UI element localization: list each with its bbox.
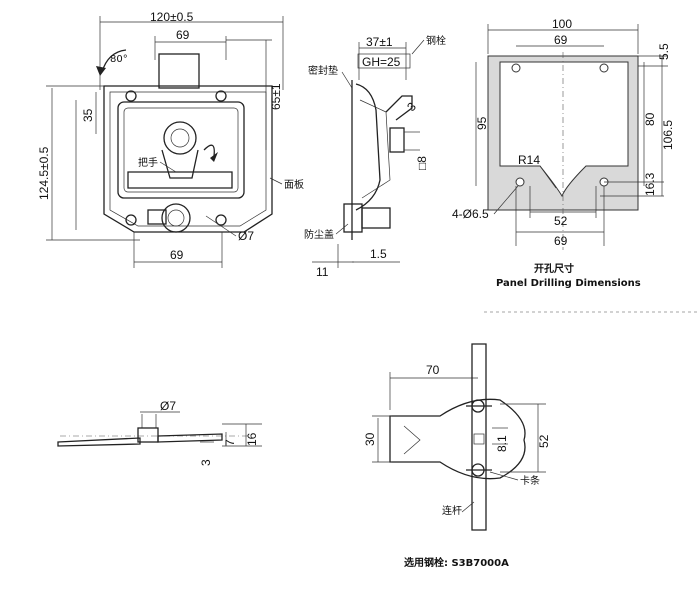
mount-hole (125, 214, 137, 226)
dim-side-width: 37±1 (366, 35, 393, 49)
latch-body (103, 85, 273, 233)
dim-top-offset: 5.5 (657, 43, 671, 60)
cutout-hole (515, 177, 525, 187)
handle-pivot (163, 121, 197, 155)
dim-lower: 16.3 (643, 172, 657, 196)
dim-square: □8 (415, 156, 429, 170)
dim-angle: 80° (110, 54, 128, 65)
front-view: 120±0.5 69 80° 把手 Ø7 (37, 10, 304, 268)
square-shaft (389, 127, 405, 153)
lock-cylinder (161, 203, 191, 233)
dim-right-outer: 106.5 (661, 120, 675, 150)
rod-side-view: Ø7 16 7 3 (57, 399, 262, 466)
dim-gh: GH=25 (362, 55, 401, 69)
label-handle: 把手 (138, 156, 158, 169)
dim-br-width: 70 (426, 363, 440, 377)
rod-hub (137, 427, 159, 443)
handle-bar (127, 171, 233, 189)
latch-bolt (385, 95, 413, 121)
dim-left-offset: 11 (316, 265, 329, 279)
label-latch: 钢栓 (426, 34, 446, 47)
cutout-hole (511, 63, 521, 73)
label-dust-cover: 防尘盖 (304, 228, 334, 241)
caption-cn: 开孔尺寸 (534, 262, 574, 275)
dim-top-width: 69 (176, 28, 190, 42)
label-seal: 密封垫 (308, 64, 338, 77)
label-clip: 卡条 (520, 474, 540, 487)
rod-profile (57, 437, 141, 447)
label-rod: 连杆 (442, 504, 462, 517)
dim-radius: R14 (518, 153, 540, 167)
body-profile (355, 83, 381, 211)
mount-hole (215, 90, 227, 102)
side-view: 37±1 GH=25 钢栓 密封垫 □8 3 防尘盖 11 1.5 (304, 34, 446, 279)
cutout-view: 100 69 5.5 95 80 106.5 16.3 R14 52 (452, 17, 675, 289)
dim-overall-width: 120±0.5 (150, 10, 194, 24)
dim-holes: 4-Ø6.5 (452, 207, 489, 221)
dim-cutout-left-height: 95 (475, 116, 489, 130)
dim-right-inner: 80 (643, 112, 657, 126)
handle-tab (158, 53, 200, 89)
turn-arrow-icon (203, 144, 215, 157)
dim-br-52: 52 (537, 434, 551, 448)
dim-bl-3: 3 (199, 459, 213, 466)
dim-bottom-width: 69 (170, 248, 184, 262)
label-panel: 面板 (284, 178, 304, 191)
dim-bottom-spacing: 69 (554, 234, 568, 248)
dim-thickness: 1.5 (370, 247, 387, 261)
caption-en: Panel Drilling Dimensions (496, 278, 641, 289)
dim-notch: 52 (554, 214, 568, 228)
recess (117, 101, 245, 199)
mount-hole (125, 90, 137, 102)
dim-top-spacing: 69 (554, 33, 568, 47)
dim-bl-dia: Ø7 (160, 399, 176, 413)
rod-top-view: 70 30 52 8.1 卡条 连杆 选用钢栓: S3B7000A (363, 343, 551, 569)
mount-hole (215, 214, 227, 226)
dim-inner: 35 (81, 108, 95, 122)
dim-bl-7: 7 (223, 439, 237, 446)
dim-br-30: 30 (363, 432, 377, 446)
dim-height-right: 65±1 (269, 83, 283, 110)
dim-br-offset: 8.1 (495, 435, 509, 452)
dim-overall-height: 124.5±0.5 (37, 146, 51, 200)
cutout-hole (599, 63, 609, 73)
dim-hole-dia: Ø7 (238, 229, 254, 243)
lock-barrel (361, 207, 391, 229)
dust-cap (147, 209, 167, 225)
dim-bl-16: 16 (245, 432, 259, 446)
dim-cutout-width: 100 (552, 17, 572, 31)
footnote: 选用钢栓: S3B7000A (404, 556, 509, 569)
